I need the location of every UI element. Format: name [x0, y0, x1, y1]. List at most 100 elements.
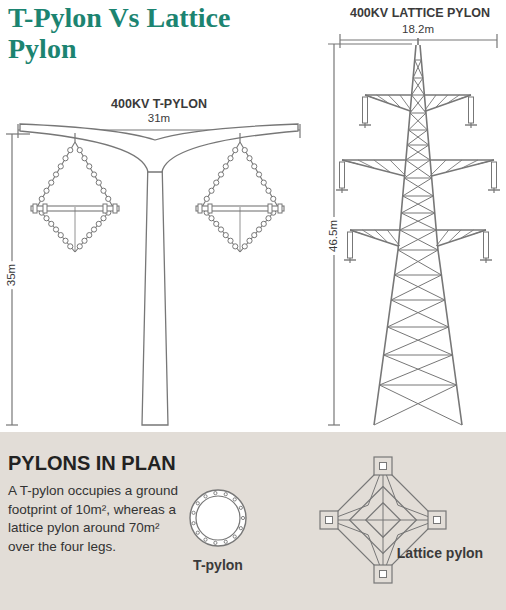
arm-brace [436, 230, 448, 246]
arm-brace [388, 95, 400, 107]
bolt [233, 535, 236, 538]
insulator-disc [87, 233, 92, 238]
insulator-disc [101, 216, 106, 221]
t-pylon-pole [142, 160, 168, 425]
tower-brace [374, 385, 457, 425]
insulator-diamond [196, 133, 284, 252]
tower-brace [409, 130, 429, 145]
insulator-disc [77, 148, 82, 153]
insulator-string [75, 207, 113, 252]
insulator-string [240, 142, 278, 207]
tower-strut [407, 145, 429, 146]
tower-brace [400, 230, 438, 250]
arm-brace [358, 160, 374, 168]
insulator-disc [96, 180, 101, 185]
dimension-tick [6, 133, 30, 134]
leg-stub [326, 517, 333, 524]
insulator-disc [49, 180, 54, 185]
tower-brace [391, 300, 448, 327]
conductor-clamp [470, 123, 471, 128]
leg-stub [434, 517, 441, 524]
tower-strut [391, 300, 445, 301]
arm-brace [362, 230, 374, 238]
dimension-label: 18.2m [402, 23, 434, 36]
insulator-string [348, 232, 353, 258]
leg-stub [380, 571, 387, 578]
conductor-clamp [268, 204, 272, 213]
body-text: A T-pylon occupies a ground footprint of… [8, 482, 180, 557]
tower-strut [379, 385, 456, 386]
tower-brace [384, 327, 449, 355]
bolt [224, 540, 227, 543]
conductor-clamp [485, 258, 486, 263]
tower-strut [415, 60, 422, 61]
arm-brace [449, 230, 461, 242]
insulator-disc [44, 216, 49, 221]
insulator-disc [233, 244, 238, 249]
insulator-string [202, 207, 240, 252]
tower-brace [398, 250, 441, 275]
tower-strut [409, 130, 428, 131]
insulator-string [492, 162, 497, 188]
conductor-clamp [364, 123, 365, 128]
tower-strut [400, 230, 436, 231]
insulator-disc [228, 238, 233, 243]
dimension-tick [496, 34, 497, 48]
conductor-clamp [198, 204, 202, 213]
tower-brace [409, 113, 426, 130]
insulator-string [37, 142, 75, 207]
bolt [224, 493, 227, 496]
conductor-clamp [33, 204, 37, 213]
leg-foundation [428, 511, 446, 529]
pylon-heading: 400KV LATTICE PYLON [350, 6, 490, 20]
insulator-disc [252, 233, 257, 238]
tower-strut [410, 113, 426, 114]
insulator-disc [63, 156, 68, 161]
insulator-disc [106, 196, 111, 201]
tower-strut [412, 95, 425, 96]
insulator-spacer [75, 207, 76, 252]
bolt [241, 516, 244, 519]
insulator-disc [96, 221, 101, 226]
plan-label: T-pylon [193, 557, 243, 573]
arm-brace [375, 230, 387, 242]
tower-brace [387, 300, 444, 327]
t-pylon-plan [190, 490, 246, 546]
tower-brace [413, 78, 424, 95]
tower-brace [387, 327, 452, 355]
insulator-disc [58, 233, 63, 238]
conductor-clamp [349, 258, 350, 263]
bolt [239, 506, 242, 509]
arm-chord [426, 95, 471, 111]
lattice-pylon-plan [320, 457, 446, 583]
arm-brace [390, 160, 406, 176]
insulator-disc [53, 227, 58, 232]
tower-strut [403, 196, 434, 197]
insulator-disc [256, 227, 261, 232]
arm-brace [387, 230, 399, 246]
tower-brace [391, 275, 441, 300]
bolt [214, 492, 217, 495]
bolt [192, 511, 195, 514]
insulator-disc [82, 238, 87, 243]
insulator-disc [39, 196, 44, 201]
tower-brace [379, 385, 462, 425]
lattice-pylon [336, 38, 500, 425]
earth-peak [417, 38, 419, 45]
insulator-disc [218, 227, 223, 232]
pole-inner [196, 496, 240, 540]
arm-brace [446, 160, 462, 172]
tower-brace [404, 178, 433, 196]
tower-brace [407, 130, 427, 145]
insulator-disc [63, 238, 68, 243]
insulator-disc [53, 172, 58, 177]
insulator-string [37, 207, 75, 252]
section-heading: PYLONS IN PLAN [8, 450, 176, 478]
insulator-disc [68, 148, 73, 153]
insulator-disc [228, 156, 233, 161]
tower-brace [407, 145, 430, 160]
insulator-spacer [240, 207, 241, 252]
tower-brace [412, 78, 423, 95]
arm-chord [365, 95, 410, 111]
insulator-string [363, 97, 368, 123]
